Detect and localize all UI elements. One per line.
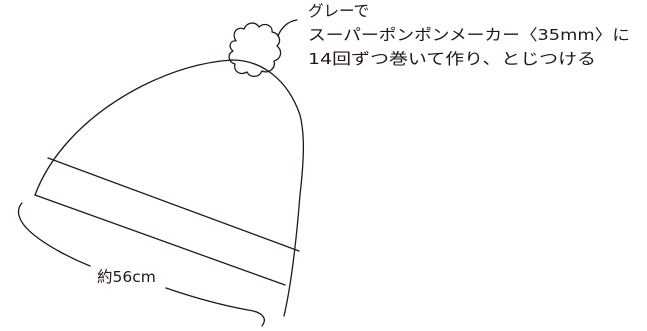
circumference-arc-front xyxy=(165,287,265,327)
hat-crown-outline xyxy=(34,59,305,317)
pompom-note-line-3: 14回ずつ巻いて作り、とじつける xyxy=(308,50,596,68)
pompom-note-line-2: スーパーポンポンメーカー〈35mm〉に xyxy=(308,26,630,44)
pompom-leader-line xyxy=(277,19,298,37)
hat-band-bottom-edge xyxy=(34,194,286,286)
pompom xyxy=(228,22,282,78)
pompom-note-line-1: グレーで xyxy=(308,2,369,20)
circumference-label: 約56cm xyxy=(97,268,156,286)
hat-band-top-edge xyxy=(47,157,300,252)
circumference-arc-back xyxy=(17,202,91,267)
